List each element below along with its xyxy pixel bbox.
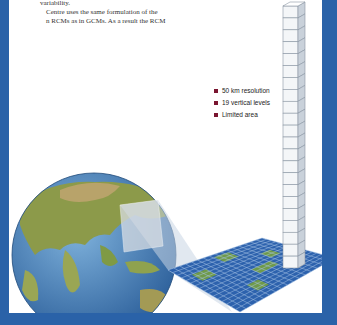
vertical-column [283, 2, 305, 268]
grid-line [236, 257, 323, 310]
column-cell [283, 30, 298, 42]
column-cell [283, 208, 298, 220]
column-cell [283, 6, 298, 18]
column-cell [283, 18, 298, 30]
column-cell [283, 137, 298, 149]
bullet [214, 89, 218, 93]
column-cell [283, 113, 298, 125]
bullet [214, 113, 218, 117]
column-cell [283, 125, 298, 137]
column-cell [283, 66, 298, 78]
column-cell [283, 161, 298, 173]
column-cell [283, 197, 298, 209]
column-cell [283, 185, 298, 197]
column-top [283, 2, 305, 6]
column-cell [283, 232, 298, 244]
body-text: variability. [40, 0, 70, 7]
grid-line [218, 252, 313, 299]
column-cell [283, 89, 298, 101]
land-patch [192, 269, 217, 280]
column-cell [283, 244, 298, 256]
grid-plane [168, 238, 322, 312]
column-cell [283, 42, 298, 54]
column-side [298, 252, 305, 268]
body-text: n RCMs as in GCMs. As a result the RCM [46, 17, 165, 25]
column-cell [283, 149, 298, 161]
body-text: Centre uses the same formulation of the [46, 8, 158, 16]
bullet-item: 50 km resolution [222, 87, 270, 94]
column-cell [283, 77, 298, 89]
column-cell [283, 220, 298, 232]
model-grid [168, 238, 322, 312]
grid-line [222, 253, 317, 302]
bullet-item: Limited area [222, 111, 258, 118]
grid-line [227, 254, 322, 304]
region-box [120, 200, 163, 252]
grid-line [244, 244, 317, 268]
column-cell [283, 101, 298, 113]
grid-line [240, 258, 322, 312]
globe [12, 173, 176, 313]
column-cell [283, 173, 298, 185]
bullet [214, 101, 218, 105]
grid-line [231, 256, 322, 307]
grid-line [213, 251, 308, 297]
column-cell [283, 256, 298, 268]
column-cell [283, 54, 298, 66]
bullet-item: 19 vertical levels [222, 99, 270, 106]
